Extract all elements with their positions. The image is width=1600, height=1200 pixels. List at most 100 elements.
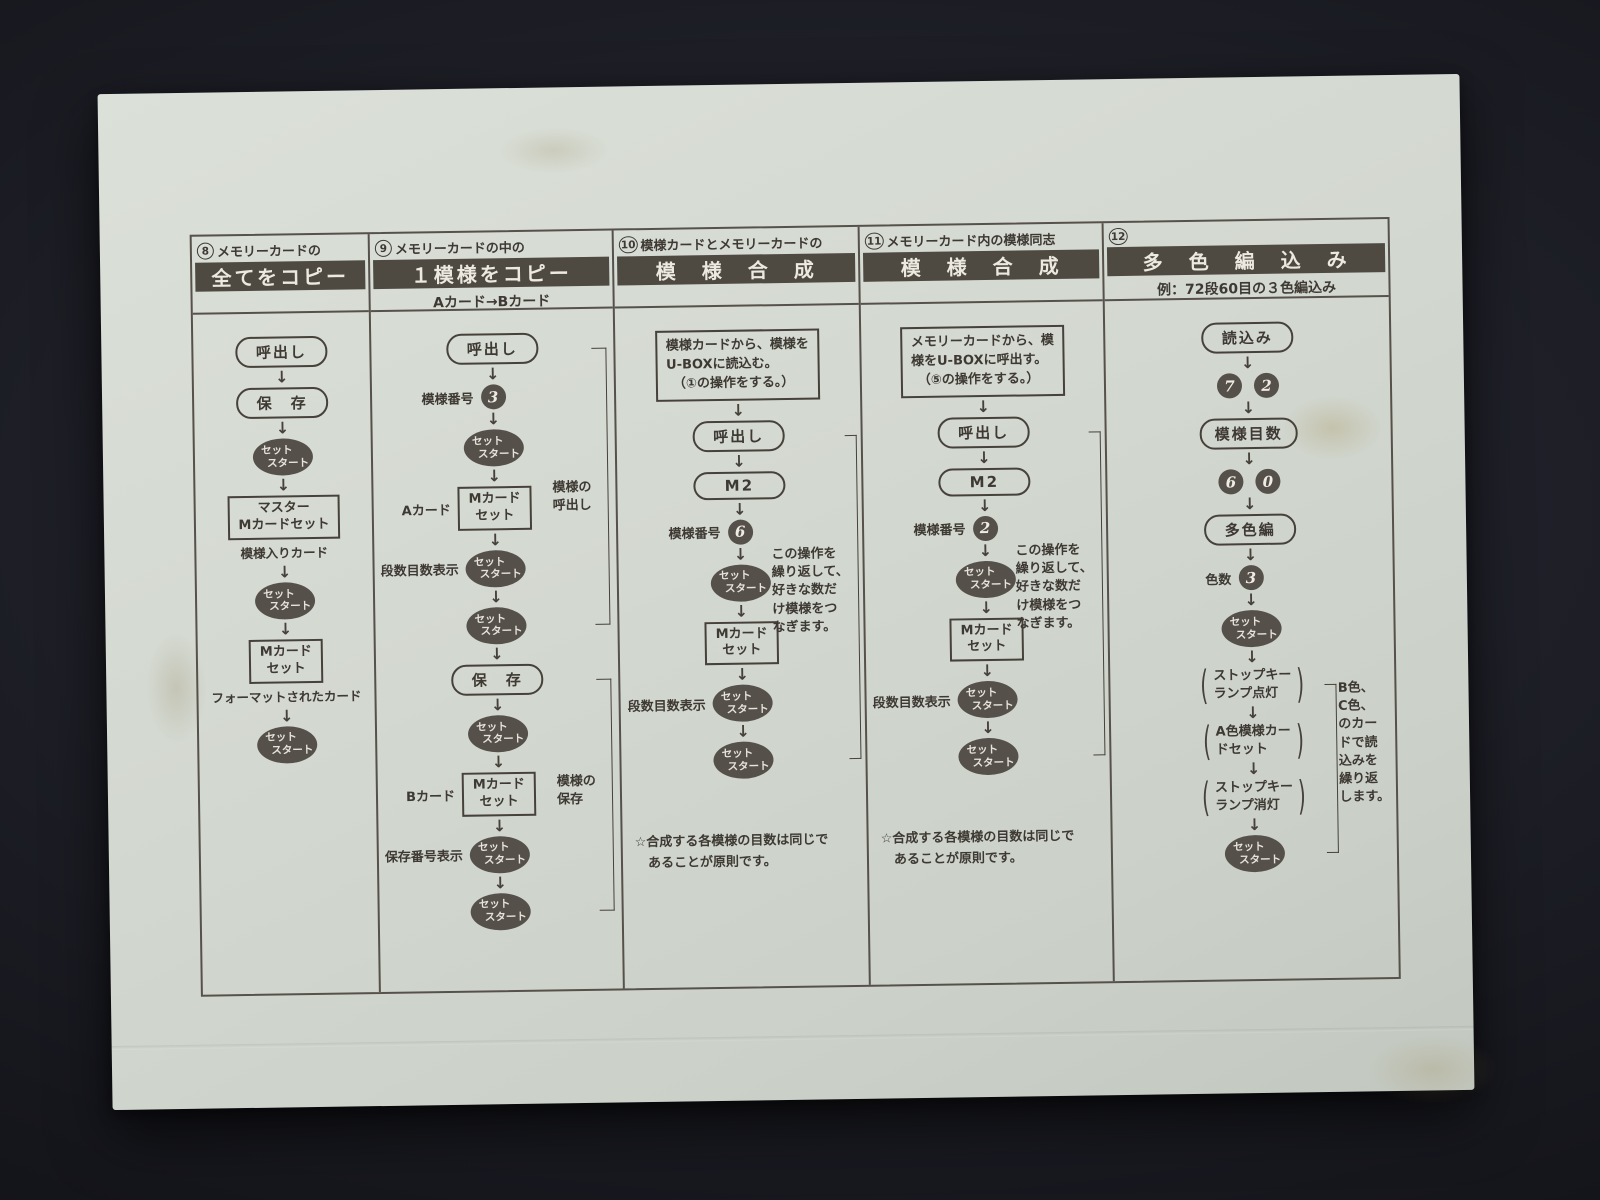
- flow-step: ↓: [863, 447, 1105, 468]
- arrow-down-icon: ↓: [274, 367, 289, 387]
- node-wrap: セットスタート: [958, 737, 1019, 776]
- oval-step: 呼出し: [446, 332, 539, 366]
- flow-step: ↓: [197, 619, 373, 639]
- column-title-bar: 多 色 編 込 み: [1106, 243, 1386, 277]
- node-wrap: (ストップキーランプ消灯): [1198, 773, 1310, 821]
- digit-key: 6: [1218, 469, 1244, 495]
- set-label: セット: [261, 444, 293, 457]
- arrow-down-icon: ↓: [490, 694, 505, 715]
- arrow-down-icon: ↓: [277, 562, 292, 582]
- node-wrap: セットスタート: [466, 606, 527, 645]
- flow-step: ↓: [1107, 449, 1391, 469]
- set-start-key: セットスタート: [1224, 834, 1286, 873]
- start-label: スタート: [971, 699, 1014, 713]
- card-set-box-line: Mカード: [472, 776, 525, 793]
- flow-step: セットスタート: [373, 428, 616, 469]
- node-wrap: セットスタート: [955, 560, 1017, 599]
- set-label: セット: [263, 587, 295, 601]
- set-label: セット: [471, 435, 504, 448]
- card-set-box-line: セット: [475, 507, 515, 524]
- arrow-down-icon: ↓: [1242, 449, 1256, 469]
- close-paren-icon: ): [1295, 717, 1304, 764]
- flow-step: ↓: [618, 499, 862, 519]
- footnote-line: ☆合成する各模様の目数は同じで: [880, 829, 1075, 847]
- node-wrap: 3 色数: [1205, 564, 1264, 591]
- set-label: セット: [1229, 615, 1262, 629]
- paren-step-text: ストップキーランプ消灯: [1215, 779, 1294, 815]
- node-wrap: 模様入りカード: [240, 541, 328, 563]
- digit-keys: 3: [1238, 564, 1264, 591]
- start-label: スタート: [482, 733, 525, 746]
- column-title-bar: 模 様 合 成: [862, 249, 1100, 282]
- side-label: 模様番号: [421, 391, 474, 408]
- node-wrap: セットスタート: [467, 714, 529, 753]
- flow-step: 呼出し: [193, 335, 369, 369]
- node-wrap: フォーマットされたカード: [211, 684, 361, 707]
- set-start-key: セットスタート: [252, 438, 314, 476]
- side-label: Bカード: [406, 789, 456, 805]
- arrow-down-icon: ↓: [1243, 545, 1258, 565]
- flow-step: ☆合成する各模様の目数は同じで あることが原則です。: [869, 827, 1112, 872]
- start-label: スタート: [1235, 628, 1278, 641]
- set-start-key: セットスタート: [470, 892, 531, 931]
- node-wrap: M2: [693, 470, 786, 500]
- oval-step: M2: [938, 466, 1031, 497]
- arrow-down-icon: ↓: [490, 643, 504, 664]
- node-wrap: 多色編: [1203, 513, 1297, 546]
- arrow-down-icon: ↓: [1245, 646, 1259, 667]
- card-set-box-line: セット: [266, 660, 306, 677]
- set-start-key: セットスタート: [957, 680, 1018, 719]
- flow-step: セットスタート: [197, 581, 374, 621]
- set-start-key: セットスタート: [713, 741, 774, 780]
- flow-step: ↓: [1109, 590, 1393, 610]
- arrow-down-icon: ↓: [279, 705, 294, 726]
- set-label: セット: [720, 690, 753, 704]
- set-label: セット: [721, 747, 754, 761]
- card-set-box-line: Mカード: [259, 643, 312, 660]
- arrow-down-icon: ↓: [492, 815, 507, 835]
- flow-step: 保 存: [376, 662, 618, 697]
- flow-step: ↓: [376, 644, 618, 664]
- node-wrap: 読込み: [1201, 321, 1294, 354]
- arrow-down-icon: ↓: [732, 499, 747, 519]
- set-label: セット: [966, 744, 999, 757]
- flow-step: ↓: [1106, 353, 1390, 373]
- flow-step: ↓: [374, 530, 616, 550]
- card-set-box-line: セット: [967, 639, 1007, 655]
- flow-caption: 模様入りカード: [240, 544, 329, 561]
- flow-step: 多色編: [1108, 512, 1392, 547]
- oval-step: 呼出し: [937, 415, 1030, 449]
- node-wrap: セットスタート段数目数表示: [873, 680, 1018, 719]
- flow-step: ↓: [372, 364, 614, 385]
- column-number-line: 12: [1104, 222, 1388, 246]
- card-set-box-line: Mカード: [960, 622, 1013, 638]
- flow-step: 模様目数: [1106, 416, 1390, 451]
- start-label: スタート: [483, 853, 527, 867]
- start-label: スタート: [972, 756, 1015, 770]
- side-label: 色数: [1205, 572, 1232, 588]
- flow-annotation: この操作を 繰り返して、 好きな数だ け模様をつ なぎます。: [771, 546, 849, 635]
- paren-step: (A色模様カードセット): [1199, 717, 1308, 764]
- flow-step: セットスタート段数目数表示: [866, 680, 1109, 721]
- flow-step: 読込み: [1105, 320, 1389, 355]
- flow-step: セットスタート: [1113, 833, 1398, 874]
- arrow-down-icon: ↓: [980, 661, 995, 681]
